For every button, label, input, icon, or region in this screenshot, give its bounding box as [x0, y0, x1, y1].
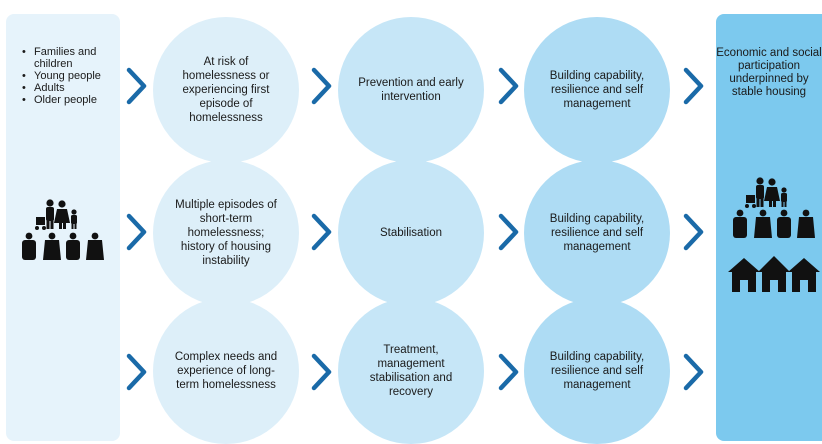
outcome-text: Building capability, resilience and self…	[549, 213, 645, 253]
chevron-right-icon	[498, 67, 519, 105]
outcome-circle: Building capability, resilience and self…	[524, 160, 670, 306]
entry-text: At risk of homelessness or experiencing …	[182, 56, 270, 124]
family-people-icon	[22, 199, 104, 260]
chevron-right-icon	[683, 353, 704, 391]
chevron-right-icon	[126, 213, 147, 251]
chevron-right-icon	[311, 353, 332, 391]
house-icon	[728, 256, 820, 292]
chevron-right-icon	[683, 213, 704, 251]
audience-item: Young people	[22, 70, 118, 82]
response-circle: Stabilisation	[338, 160, 484, 306]
goal-text: Economic and social participation underp…	[716, 47, 822, 98]
chevron-right-icon	[498, 213, 519, 251]
chevron-right-icon	[311, 213, 332, 251]
chevron-right-icon	[126, 67, 147, 105]
entry-circle: Complex needs and experience of long-ter…	[153, 298, 299, 444]
audience-item: Older people	[22, 94, 118, 106]
audience-item: Families and children	[22, 46, 118, 70]
audience-list: Families and children Young people Adult…	[22, 46, 118, 106]
entry-text: Multiple episodes of short-term homeless…	[175, 199, 277, 267]
chevron-right-icon	[126, 353, 147, 391]
entry-circle: Multiple episodes of short-term homeless…	[153, 160, 299, 306]
response-text: Treatment, management stabilisation and …	[369, 344, 453, 398]
chevron-right-icon	[498, 353, 519, 391]
outcome-circle: Building capability, resilience and self…	[524, 17, 670, 163]
response-circle: Prevention and early intervention	[338, 17, 484, 163]
entry-text: Complex needs and experience of long-ter…	[174, 351, 278, 391]
outcome-text: Building capability, resilience and self…	[549, 351, 645, 391]
entry-circle: At risk of homelessness or experiencing …	[153, 17, 299, 163]
chevron-right-icon	[311, 67, 332, 105]
outcome-text: Building capability, resilience and self…	[549, 70, 645, 110]
chevron-right-icon	[683, 67, 704, 105]
family-people-icon	[733, 177, 815, 238]
response-text: Prevention and early intervention	[358, 77, 464, 103]
audience-item: Adults	[22, 82, 118, 94]
response-circle: Treatment, management stabilisation and …	[338, 298, 484, 444]
outcome-circle: Building capability, resilience and self…	[524, 298, 670, 444]
response-text: Stabilisation	[379, 227, 442, 239]
